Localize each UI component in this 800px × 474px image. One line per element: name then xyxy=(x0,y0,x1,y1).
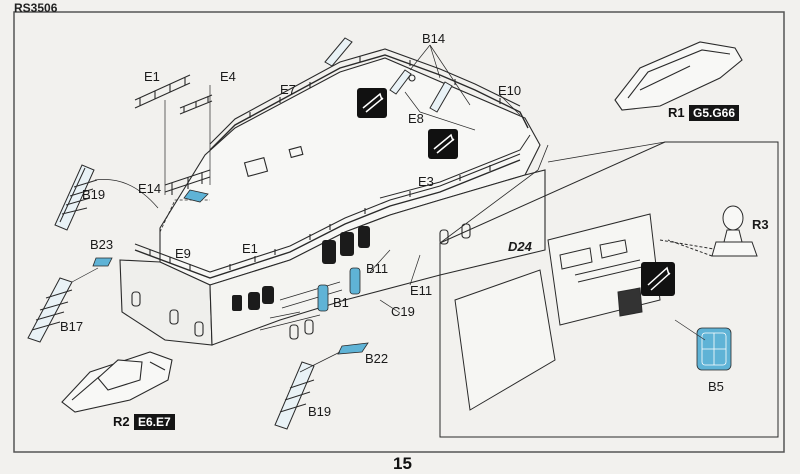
label-e11: E11 xyxy=(410,283,433,298)
bending-symbol-icon xyxy=(357,88,387,118)
ref-r2-tag: R2 xyxy=(113,414,130,429)
part-e1-rail xyxy=(134,74,213,195)
catalog-code: RS3506 xyxy=(14,1,58,15)
rescue-boat-r2 xyxy=(61,351,173,413)
label-b17: B17 xyxy=(60,319,84,334)
radar-part-r3 xyxy=(667,205,758,257)
bending-symbol-icon xyxy=(641,262,675,296)
label-e8: E8 xyxy=(408,111,424,126)
label-e10: E10 xyxy=(498,83,522,98)
detail-inset-d24 xyxy=(439,141,779,438)
ladder-leaders xyxy=(71,179,341,373)
leader-lines xyxy=(369,44,706,341)
bending-symbol-icon xyxy=(428,129,458,159)
label-e1: E1 xyxy=(144,69,160,84)
page-number: 15 xyxy=(393,454,412,473)
deckhouse-assembly xyxy=(119,48,546,346)
label-b1: B1 xyxy=(333,295,349,310)
label-e3: E3 xyxy=(418,174,434,189)
label-r3: R3 xyxy=(752,217,769,232)
ref-r2-badge: E6.E7 xyxy=(134,414,175,431)
label-b11: B11 xyxy=(366,261,389,276)
label-b19-left: B19 xyxy=(82,187,106,202)
label-b22: B22 xyxy=(365,351,389,366)
label-b5: B5 xyxy=(708,379,724,394)
label-b19-bottom: B19 xyxy=(308,404,332,419)
label-e7: E7 xyxy=(280,82,296,97)
ref-r1-tag: R1 xyxy=(668,105,685,120)
b5-detail xyxy=(701,332,727,366)
label-e9: E9 xyxy=(175,246,191,261)
ladders xyxy=(27,37,453,430)
part-e14 xyxy=(159,169,211,233)
label-c19: C19 xyxy=(391,304,415,319)
rescue-boat-r1 xyxy=(614,41,743,111)
label-d24: D24 xyxy=(508,239,532,254)
label-e14: E14 xyxy=(138,181,162,196)
ref-r1-badge: G5.G66 xyxy=(689,105,740,122)
label-b23: B23 xyxy=(90,237,114,252)
label-b14: B14 xyxy=(422,31,446,46)
label-e4: E4 xyxy=(220,69,236,84)
page-frame xyxy=(13,11,785,453)
label-e1-lower: E1 xyxy=(242,241,258,256)
